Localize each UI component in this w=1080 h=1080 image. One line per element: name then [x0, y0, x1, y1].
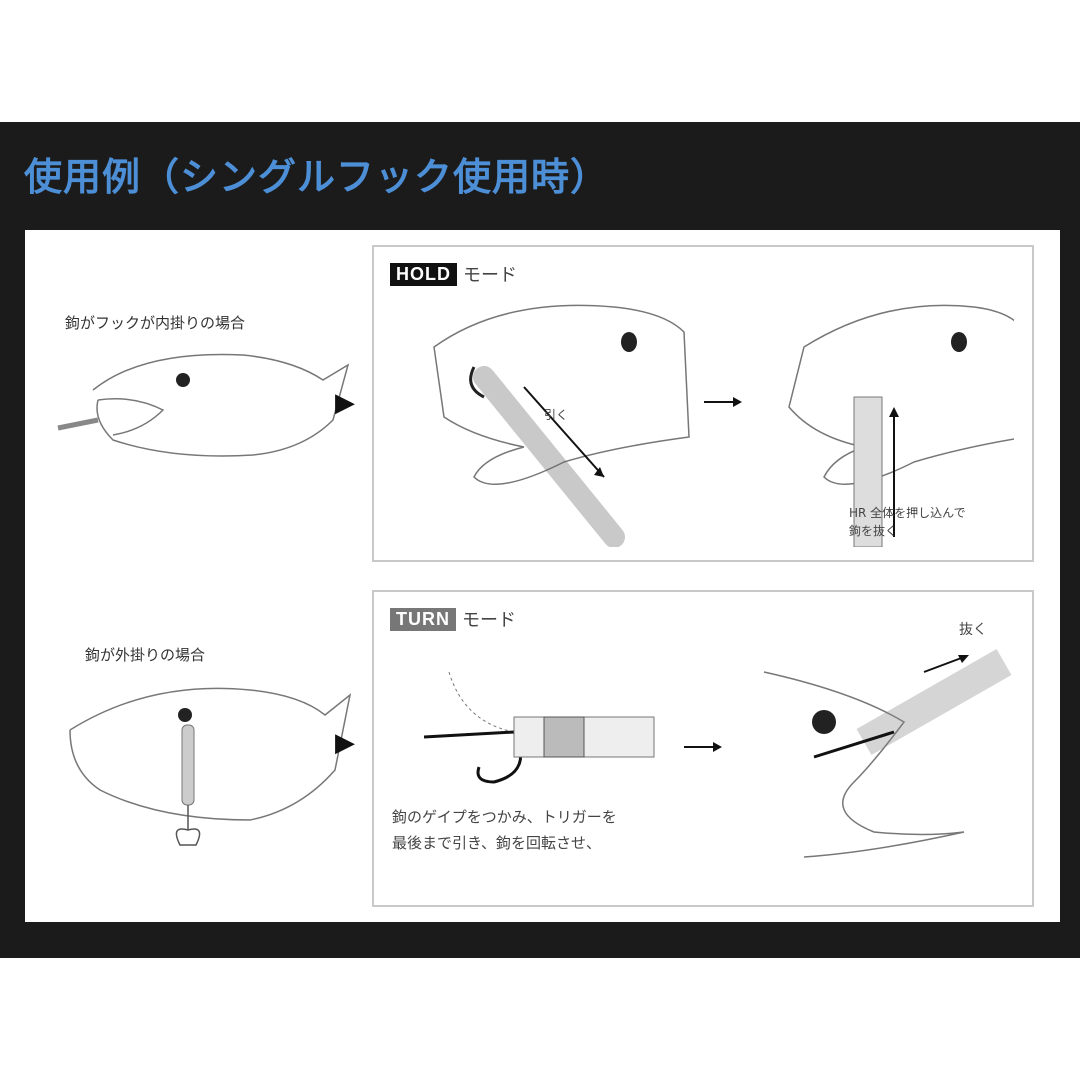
- pull-out-label: 抜く: [959, 622, 987, 638]
- turn-tag: TURN: [390, 607, 456, 631]
- page-title: 使用例（シングルフック使用時）: [24, 155, 610, 199]
- arrow-right-icon: ▶: [335, 728, 355, 758]
- hold-case-label: 鉤がフックが内掛りの場合: [65, 314, 246, 332]
- hold-note-line-1: HR 全体を押し込んで: [849, 506, 966, 520]
- turn-instruction-line-1: 鉤のゲイプをつかみ、トリガーを: [392, 808, 617, 826]
- turn-mode-illustration: [423, 648, 1012, 858]
- hold-tag: HOLD: [390, 262, 457, 286]
- fish-outer-hook-illustration: [69, 687, 352, 846]
- turn-mode-label: モード: [462, 610, 516, 631]
- turn-case-label: 鉤が外掛りの場合: [85, 646, 206, 664]
- turn-mode-box: TURN モード 抜く 鉤のゲイプをつかみ、トリガーを 最後まで引き、鉤を回転さ…: [372, 590, 1034, 907]
- arrow-right-icon: ▶: [335, 388, 355, 418]
- pull-label: 引く: [544, 408, 569, 422]
- hold-mode-illustration: [433, 304, 1014, 547]
- turn-instruction-line-2: 最後まで引き、鉤を回転させ、: [392, 834, 601, 852]
- hold-note-line-2: 鉤を抜く: [849, 524, 898, 538]
- hold-mode-label: モード: [463, 265, 517, 286]
- diagram-panel: 鉤がフックが内掛りの場合 ▶ 鉤が外掛りの場合 ▶ HOLD モード: [25, 230, 1060, 922]
- fish-inner-hook-illustration: [57, 353, 350, 457]
- hold-mode-box: HOLD モード 引く HR 全体を押し込んで 鉤を抜く: [372, 245, 1034, 562]
